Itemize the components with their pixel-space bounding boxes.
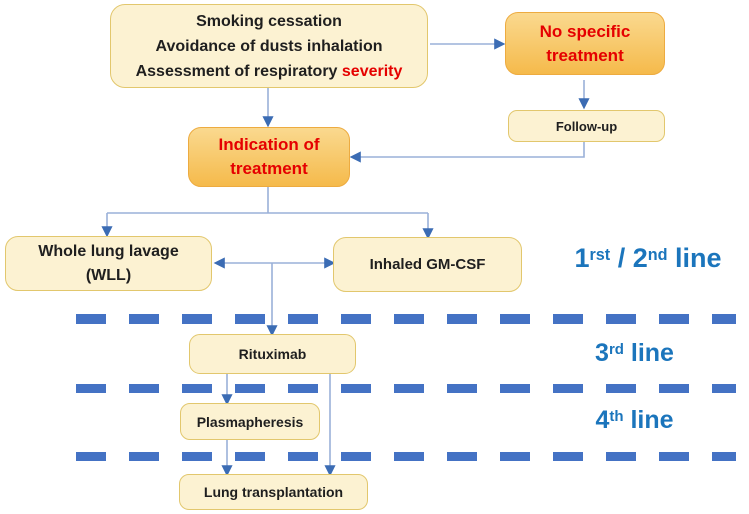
assessment-line-3: Assessment of respiratory severity <box>136 59 403 84</box>
indication-line-2: treatment <box>230 159 308 178</box>
node-assessment: Smoking cessation Avoidance of dusts inh… <box>110 4 428 88</box>
assessment-line-2: Avoidance of dusts inhalation <box>155 37 383 55</box>
node-rituximab: Rituximab <box>189 334 356 374</box>
stage-label-first-second-line: 1rst / 2nd line <box>556 243 740 274</box>
stage2-ordinal: nd <box>647 245 668 264</box>
stage-divider-3 <box>76 452 736 461</box>
stage-label-third-line: 3rd line <box>572 339 697 368</box>
stage2-num: / 2 <box>610 243 648 273</box>
connector-followup-to-indication <box>349 142 585 163</box>
node-no-specific-treatment: No specific treatment <box>505 12 665 75</box>
rituximab-label: Rituximab <box>238 346 307 362</box>
stage1-ordinal: rst <box>589 245 611 264</box>
stage-label-fourth-line: 4th line <box>572 406 697 435</box>
stage4-num: 4 <box>595 406 610 434</box>
node-indication-of-treatment: Indication of treatment <box>188 127 350 187</box>
node-whole-lung-lavage: Whole lung lavage (WLL) <box>5 236 212 291</box>
lung-transplantation-label: Lung transplantation <box>203 484 344 500</box>
stage-divider-2 <box>76 384 736 393</box>
stage12-word: line <box>667 243 722 273</box>
node-inhaled-gm-csf: Inhaled GM-CSF <box>333 237 522 292</box>
assessment-severity-highlight: severity <box>341 62 403 80</box>
no-specific-treatment-line-1: No specific <box>539 21 631 41</box>
node-follow-up: Follow-up <box>508 110 665 142</box>
no-specific-treatment-line-2: treatment <box>546 45 624 65</box>
wll-line-1: Whole lung lavage <box>38 242 179 260</box>
node-lung-transplantation: Lung transplantation <box>179 474 368 510</box>
wll-line-2: (WLL) <box>85 266 132 284</box>
stage4-word: line <box>623 406 674 434</box>
stage3-word: line <box>623 339 674 367</box>
stage3-num: 3 <box>595 339 609 367</box>
indication-line-1: Indication of <box>218 135 320 154</box>
assessment-line-3-text: Assessment of respiratory <box>135 62 342 80</box>
stage1-num: 1 <box>574 243 590 273</box>
plasmapheresis-label: Plasmapheresis <box>196 413 304 430</box>
gm-csf-label: Inhaled GM-CSF <box>369 256 486 273</box>
stage3-ordinal: rd <box>608 341 624 359</box>
node-plasmapheresis: Plasmapheresis <box>180 403 320 440</box>
stage4-ordinal: th <box>609 408 624 426</box>
assessment-line-1: Smoking cessation <box>196 12 342 30</box>
stage-divider-1 <box>76 314 736 324</box>
follow-up-label: Follow-up <box>555 118 618 134</box>
